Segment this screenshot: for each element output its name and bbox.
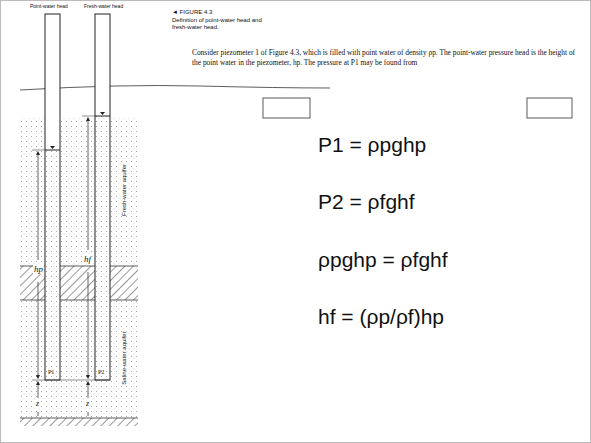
dimension-label: z: [35, 399, 40, 408]
equation: P2 = ρfghf: [318, 190, 415, 214]
aquifer-label: Saline-water aquifer: [121, 331, 127, 384]
figure-caption: Definition of point-water head and fresh…: [172, 17, 267, 31]
equation: P1 = ρpghp: [318, 133, 426, 157]
dimension-label: hp: [33, 264, 44, 274]
dimension-label: z: [85, 399, 90, 408]
tube-label: Fresh-water head: [84, 3, 123, 9]
tube-label: Point-water head: [30, 3, 68, 9]
aquifer-label: Fresh-water aquifer: [121, 164, 127, 216]
dimension-label: hf: [83, 254, 92, 264]
equation: hf = (ρp/ρf)hp: [318, 305, 444, 329]
equation: ρpghp = ρfghf: [318, 248, 448, 272]
figure-number: ◄ FIGURE 4.3: [172, 9, 212, 15]
body-text: Consider piezometer 1 of Figure 4.3, whi…: [192, 48, 582, 67]
point-label: P2: [98, 369, 104, 375]
point-label: P1: [48, 369, 54, 375]
